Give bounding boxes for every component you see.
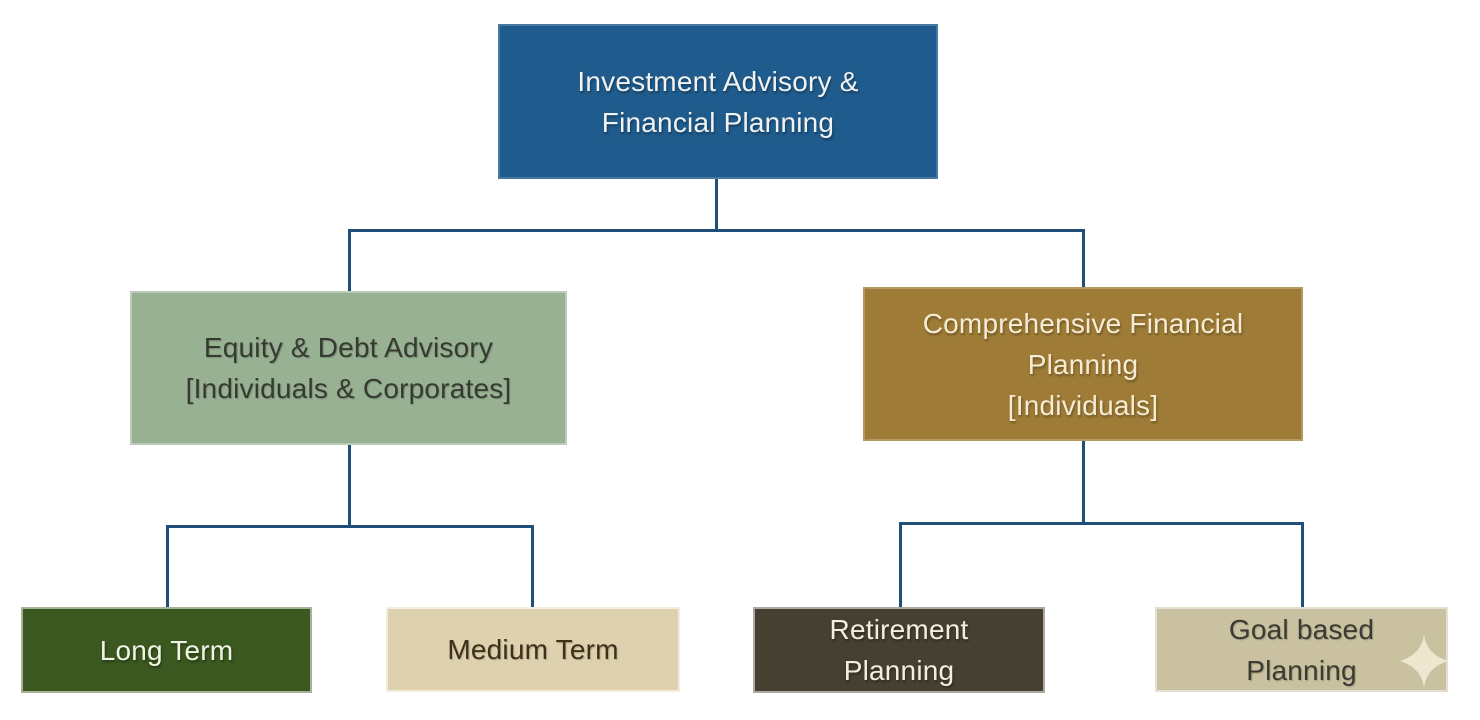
node-label-line: Planning [1027, 348, 1139, 380]
node-label-line: Planning [1246, 654, 1357, 686]
connector-root-stem [715, 178, 718, 231]
node-goal-based-planning: Goal based Planning [1155, 607, 1448, 692]
node-label-line: Investment Advisory & [577, 65, 859, 97]
connector-drop-retirement [899, 522, 902, 607]
connector-drop-medium-term [531, 525, 534, 607]
node-comprehensive-financial-planning: Comprehensive Financial Planning [Indivi… [863, 287, 1303, 441]
connector-comprehensive-stem [1082, 441, 1085, 525]
connector-equity-stem [348, 445, 351, 528]
connector-tier2-left-horizontal [166, 525, 534, 528]
node-investment-advisory-financial-planning: Investment Advisory & Financial Planning [498, 24, 938, 179]
connector-drop-goal-based [1301, 522, 1304, 607]
node-label-line: Goal based [1228, 613, 1375, 645]
node-long-term: Long Term [21, 607, 312, 693]
node-label-line: Retirement [829, 614, 969, 645]
connector-drop-comprehensive [1082, 229, 1085, 287]
sparkle-icon [1400, 634, 1448, 688]
node-label-line: Financial Planning [601, 106, 835, 138]
connector-drop-long-term [166, 525, 169, 607]
node-label-line: Comprehensive Financial [922, 307, 1244, 339]
node-label-line: [Individuals & Corporates] [185, 373, 512, 404]
connector-tier2-right-horizontal [899, 522, 1304, 525]
node-label-line: Equity & Debt Advisory [203, 332, 494, 363]
node-label-line: Long Term [99, 634, 234, 666]
connector-drop-equity [348, 229, 351, 291]
node-label-line: Medium Term [447, 634, 619, 665]
node-label-line: Planning [843, 655, 955, 686]
node-label-line: [Individuals] [1007, 389, 1159, 421]
node-retirement-planning: Retirement Planning [753, 607, 1045, 693]
node-medium-term: Medium Term [386, 607, 680, 692]
node-equity-debt-advisory: Equity & Debt Advisory [Individuals & Co… [130, 291, 567, 445]
connector-tier1-horizontal [348, 229, 1085, 232]
